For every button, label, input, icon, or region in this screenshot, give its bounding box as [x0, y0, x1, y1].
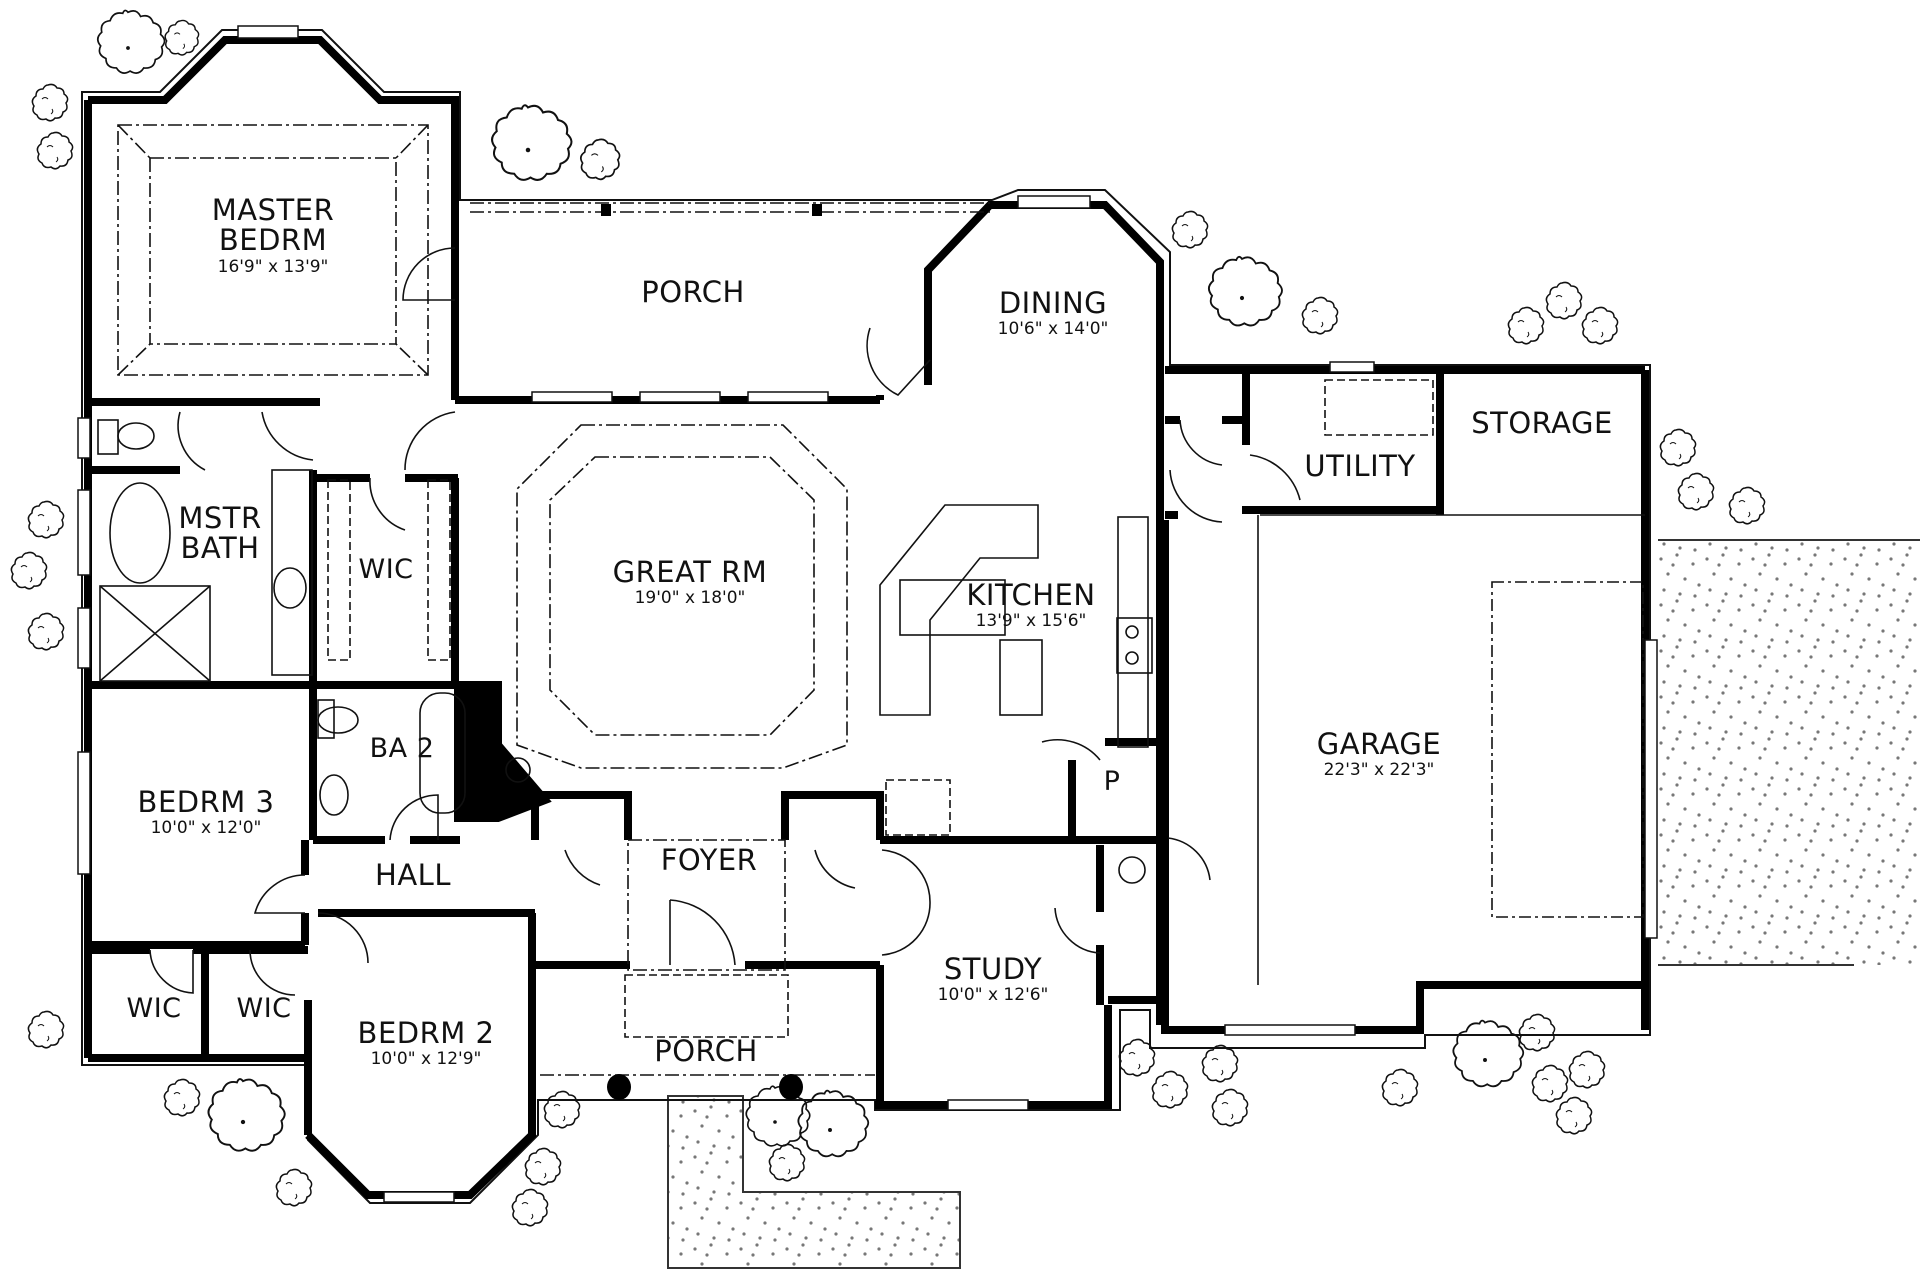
room-name: WIC: [126, 993, 182, 1024]
room-dims: 13'9" x 15'6": [975, 611, 1087, 632]
room-label-wic-left: WIC: [126, 993, 182, 1024]
room-name: MSTR: [178, 501, 262, 535]
room-label-bedroom-3: BEDRM 3 10'0" x 12'0": [138, 787, 275, 838]
room-label-study: STUDY 10'0" x 12'6": [938, 954, 1049, 1005]
room-label-dining: DINING 10'6" x 14'0": [998, 288, 1109, 339]
room-name: HALL: [375, 858, 451, 892]
room-label-hall: HALL: [375, 858, 451, 892]
room-dims: 19'0" x 18'0": [634, 588, 746, 609]
room-label-great-room: GREAT RM 19'0" x 18'0": [613, 557, 768, 608]
room-name: FOYER: [660, 843, 758, 877]
room-name: P: [1103, 766, 1121, 797]
room-label-wic-right: WIC: [236, 993, 292, 1024]
room-dims: 10'0" x 12'9": [370, 1049, 482, 1070]
room-name: MASTER: [211, 193, 335, 227]
room-name: BA 2: [369, 733, 435, 764]
room-name: BEDRM 3: [137, 785, 275, 819]
room-name: DINING: [998, 286, 1108, 320]
ceiling-details: [117, 124, 1644, 1076]
room-name: KITCHEN: [966, 578, 1096, 612]
room-name: BEDRM 2: [357, 1016, 495, 1050]
room-label-kitchen: KITCHEN 13'9" x 15'6": [966, 580, 1095, 631]
room-dims: 10'0" x 12'0": [150, 818, 262, 839]
windows: [77, 25, 1658, 1203]
room-label-master-bath: MSTR BATH: [178, 503, 261, 564]
room-name: GREAT RM: [612, 555, 768, 589]
room-dims: 10'0" x 12'6": [937, 985, 1049, 1006]
room-label-front-porch: PORCH: [654, 1034, 758, 1068]
walls: [84, 36, 1649, 1199]
room-name: BATH: [180, 531, 260, 566]
door-swings: [149, 247, 1301, 996]
front-walk-stipple: [667, 1095, 961, 1269]
room-dims: 16'9" x 13'9": [217, 256, 329, 277]
room-name: BEDRM: [218, 223, 328, 258]
room-label-rear-porch: PORCH: [641, 275, 745, 309]
room-name: PORCH: [641, 275, 745, 309]
room-name: PORCH: [654, 1034, 758, 1068]
room-label-master-bedroom: MASTER BEDRM 16'9" x 13'9": [212, 195, 334, 277]
room-dims: 22'3" x 22'3": [1323, 760, 1435, 781]
room-name: UTILITY: [1304, 449, 1416, 483]
fixtures: [97, 379, 1645, 985]
room-name: STUDY: [943, 952, 1043, 986]
room-name: WIC: [236, 993, 292, 1024]
room-dims: 10'6" x 14'0": [997, 319, 1109, 340]
porch-columns: [601, 204, 822, 1100]
driveway-stipple: [1658, 539, 1920, 966]
room-label-utility: UTILITY: [1304, 449, 1416, 483]
room-label-garage: GARAGE 22'3" x 22'3": [1317, 729, 1441, 780]
room-label-pantry: P: [1103, 766, 1121, 797]
room-label-master-wic: WIC: [358, 554, 414, 585]
room-label-foyer: FOYER: [660, 843, 758, 877]
room-label-bath-2: BA 2: [369, 733, 435, 764]
room-label-bedroom-2: BEDRM 2 10'0" x 12'9": [358, 1018, 495, 1069]
room-name: GARAGE: [1316, 727, 1442, 761]
room-name: STORAGE: [1471, 406, 1613, 440]
room-name: WIC: [358, 554, 414, 585]
exterior-outline: [81, 29, 1651, 1204]
room-label-storage: STORAGE: [1471, 406, 1613, 440]
